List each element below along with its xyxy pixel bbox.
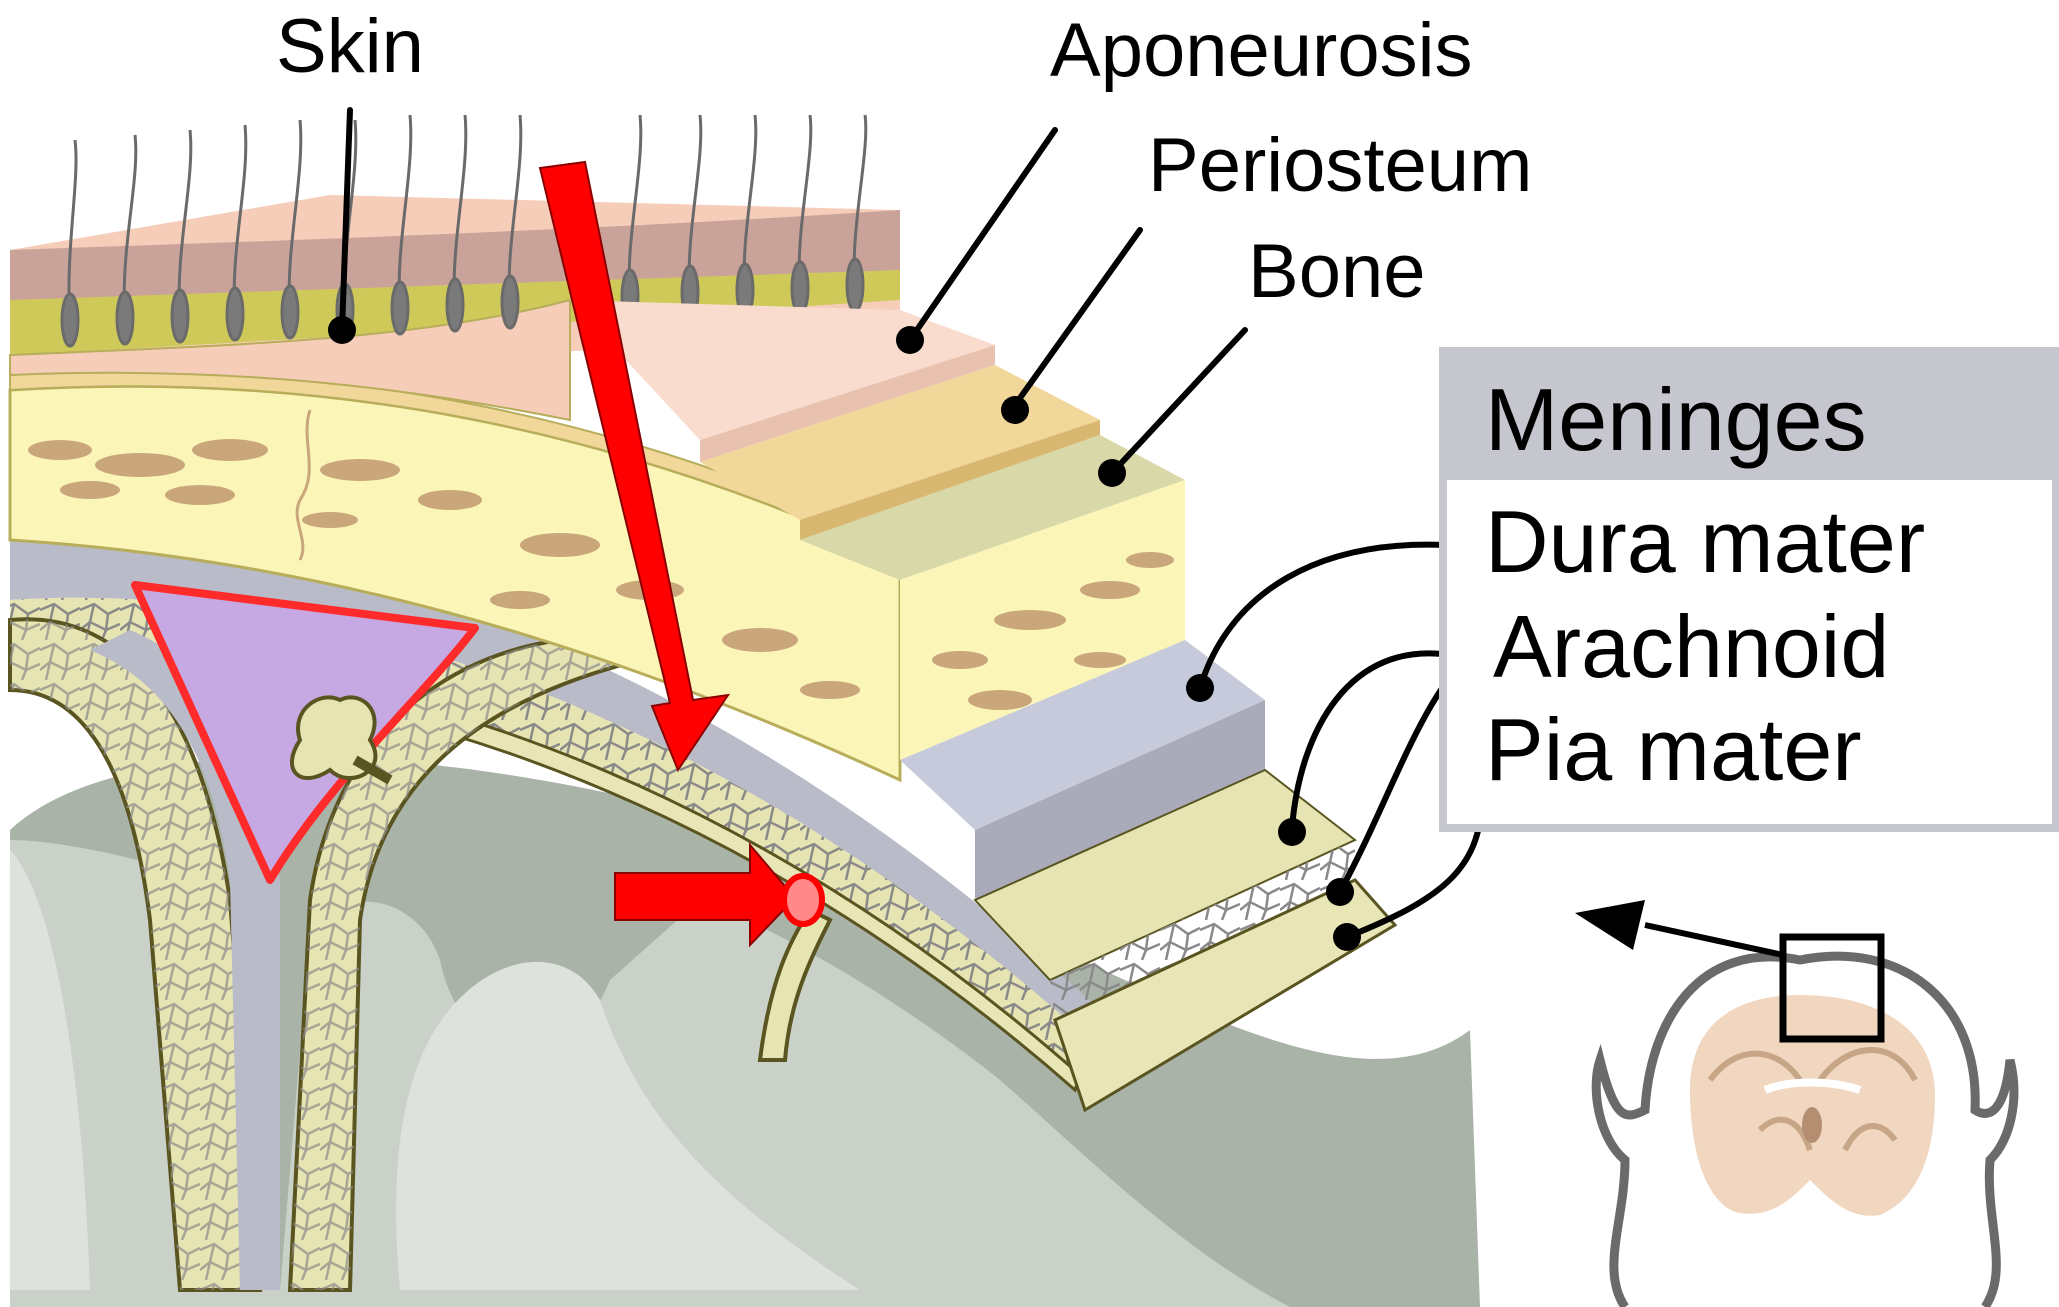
- meninges-box: Meninges Dura mater Arachnoid Pia mater: [1443, 351, 2056, 828]
- meninges-item-dura: Dura mater: [1485, 492, 1925, 591]
- meninges-item-arachnoid: Arachnoid: [1493, 597, 1889, 696]
- meninges-item-pia: Pia mater: [1485, 700, 1862, 799]
- brain-section-icon: [1690, 995, 1935, 1216]
- label-aponeurosis: Aponeurosis: [1050, 8, 1473, 93]
- label-skin: Skin: [276, 4, 424, 89]
- meninges-title: Meninges: [1485, 370, 1867, 469]
- label-bone: Bone: [1248, 229, 1426, 314]
- label-periosteum: Periosteum: [1148, 123, 1532, 208]
